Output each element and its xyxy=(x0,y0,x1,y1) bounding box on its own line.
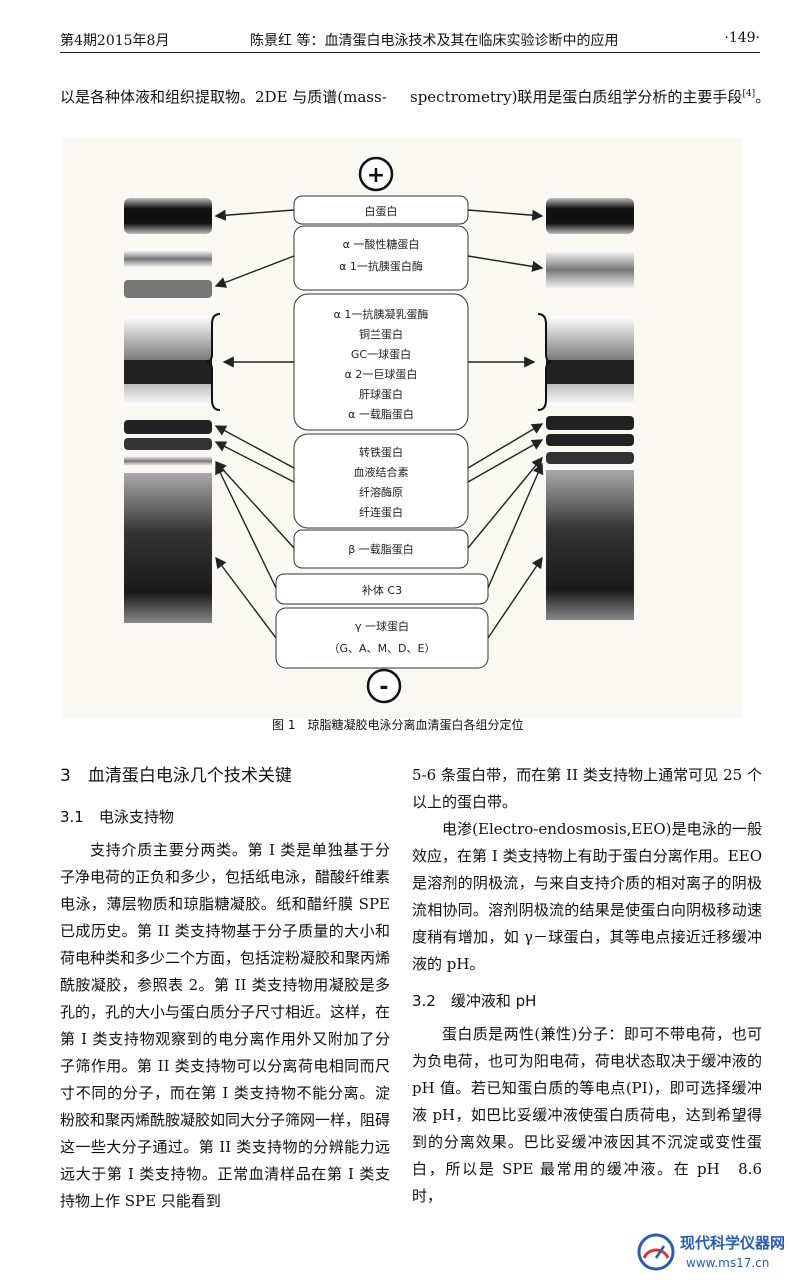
box-alpha2-line-3: GC一球蛋白 xyxy=(351,347,411,361)
arrow-alpha1-right xyxy=(467,255,544,272)
band-beta1b-right xyxy=(546,434,634,446)
gauge-logo-icon xyxy=(637,1233,675,1271)
box-beta1-line-2: 血液结合素 xyxy=(354,465,409,479)
electrophoresis-diagram: + - xyxy=(62,138,742,718)
arrow-c3-left xyxy=(215,462,277,589)
watermark-name: 现代科学仪器网 xyxy=(680,1234,786,1252)
issue-date: 第4期2015年8月 xyxy=(60,33,170,49)
arrow-albumin-left xyxy=(214,209,295,221)
arrow-beta-lipo-right xyxy=(467,456,543,549)
arrow-alpha1-left xyxy=(214,255,295,288)
band-beta1-left xyxy=(124,420,212,434)
subsection-heading-3-2: 3.2 缓冲液和 pH xyxy=(412,992,537,1010)
box-beta1-line-3: 纤溶酶原 xyxy=(359,485,403,499)
figure-electrophoresis: + - xyxy=(62,138,742,718)
paragraph-continuation: 5-6 条蛋白带，而在第 II 类支持物上通常可见 25 个以上的蛋白带。 xyxy=(412,766,762,811)
band-beta1-right xyxy=(546,416,634,430)
band-gamma-right xyxy=(546,470,634,620)
arrow-beta-right-2 xyxy=(467,439,544,483)
right-column: 5-6 条蛋白带，而在第 II 类支持物上通常可见 25 个以上的蛋白带。 电渗… xyxy=(412,762,762,1210)
section-heading: 3 血清蛋白电泳几个技术关键 xyxy=(60,766,292,786)
band-alpha2-dark-right xyxy=(546,360,634,384)
arrow-albumin-right xyxy=(467,209,544,221)
gel-lane-right xyxy=(537,198,634,620)
box-alpha1-line-1: α 一酸性糖蛋白 xyxy=(343,237,420,251)
arrow-c3-right xyxy=(487,462,544,589)
anode-symbol xyxy=(358,156,394,192)
box-alpha1-line-2: α 1一抗胰蛋白酶 xyxy=(339,259,423,273)
band-beta2-right xyxy=(546,452,634,464)
band-alpha1-right xyxy=(546,250,634,290)
article-short-title: 陈景红 等：血清蛋白电泳技术及其在临床实验诊断中的应用 xyxy=(250,33,619,49)
box-alpha2-line-1: α 1一抗胰凝乳蛋酶 xyxy=(334,307,429,321)
arrow-gamma-left xyxy=(215,556,277,639)
arrow-beta-right-1 xyxy=(467,423,544,469)
arrow-beta-lipo-left xyxy=(215,460,295,549)
brace-right xyxy=(537,313,553,411)
paragraph-support-media: 支持介质主要分两类。第 I 类是单独基于分子净电荷的正负和多少，包括纸电泳，醋酸… xyxy=(60,841,391,1210)
arrows xyxy=(214,209,544,639)
box-alpha1 xyxy=(293,225,469,291)
box-beta1-line-1: 转铁蛋白 xyxy=(359,445,403,459)
box-alpha2-line-4: α 2一巨球蛋白 xyxy=(345,367,418,381)
box-gamma-line-2: （G、A、M、D、E） xyxy=(329,642,436,655)
box-complement-line-1: 补体 C3 xyxy=(362,583,402,597)
figure-caption: 图 1 琼脂糖凝胶电泳分离血清蛋白各组分定位 xyxy=(272,718,524,732)
box-alpha2-line-6: α 一载脂蛋白 xyxy=(348,407,414,421)
band-alpha1-left xyxy=(124,250,212,268)
band-alpha1b-left xyxy=(124,280,212,298)
intro-line-left: 以是各种体液和组织提取物。2DE 与质谱(mass- xyxy=(60,88,387,106)
arrow-beta-left-2 xyxy=(214,441,295,483)
box-complement xyxy=(275,573,489,605)
box-beta1-line-4: 纤连蛋白 xyxy=(359,505,403,519)
protein-boxes: 白蛋白 α 一酸性糖蛋白 α 1一抗胰蛋白酶 α 1一抗胰凝乳蛋酶 铜兰蛋白 G… xyxy=(275,195,489,669)
watermark-url: www.ms17.cn xyxy=(686,1256,770,1270)
box-albumin-line-1: 白蛋白 xyxy=(365,204,398,218)
box-beta-lipo-line-1: β 一载脂蛋白 xyxy=(348,542,414,556)
box-gamma xyxy=(275,607,489,669)
subsection-heading-3-1: 3.1 电泳支持物 xyxy=(60,808,174,826)
paragraph-electroendosmosis: 电渗(Electro-endosmosis,EEO)是电泳的一般效应，在第 I … xyxy=(412,820,762,973)
left-column: 3 血清蛋白电泳几个技术关键 3.1 电泳支持物 支持介质主要分两类。第 I 类… xyxy=(60,762,390,1215)
intro-right-text: spectrometry)联用是蛋白质组学分析的主要手段 xyxy=(410,88,743,106)
box-alpha2-line-2: 铜兰蛋白 xyxy=(359,327,403,341)
header-rule xyxy=(60,52,760,53)
band-beta1b-left xyxy=(124,438,212,450)
box-beta-lipo xyxy=(293,529,469,569)
page-number: ·149· xyxy=(724,30,760,46)
gel-lane-left xyxy=(124,198,221,623)
band-alpha2-dark-left xyxy=(124,360,212,384)
anode-label: + xyxy=(367,163,385,188)
band-albumin-right xyxy=(546,198,634,234)
band-albumin-left xyxy=(124,198,212,234)
box-gamma-line-1: γ 一球蛋白 xyxy=(355,619,409,633)
box-beta1 xyxy=(293,433,469,529)
brace-left xyxy=(205,313,221,411)
cathode-label: - xyxy=(379,675,388,700)
box-alpha2-line-5: 肝球蛋白 xyxy=(359,387,403,401)
intro-line-right: spectrometry)联用是蛋白质组学分析的主要手段[4]。 xyxy=(410,86,770,107)
paragraph-buffer-ph: 蛋白质是两性(兼性)分子：即可不带电荷，也可为负电荷，也可为阳电荷，荷电状态取决… xyxy=(412,1025,762,1205)
reference-mark: [4] xyxy=(742,89,756,99)
intro-right-tail: 。 xyxy=(755,88,771,106)
arrow-beta-left-1 xyxy=(214,425,295,469)
running-header: 第4期2015年8月 陈景红 等：血清蛋白电泳技术及其在临床实验诊断中的应用 ·… xyxy=(60,30,760,52)
band-gamma-left xyxy=(124,473,212,623)
arrow-gamma-right xyxy=(487,556,543,639)
cathode-symbol xyxy=(366,668,402,704)
watermark: 现代科学仪器网 www.ms17.cn xyxy=(636,1226,796,1282)
band-beta2-left xyxy=(124,456,212,466)
